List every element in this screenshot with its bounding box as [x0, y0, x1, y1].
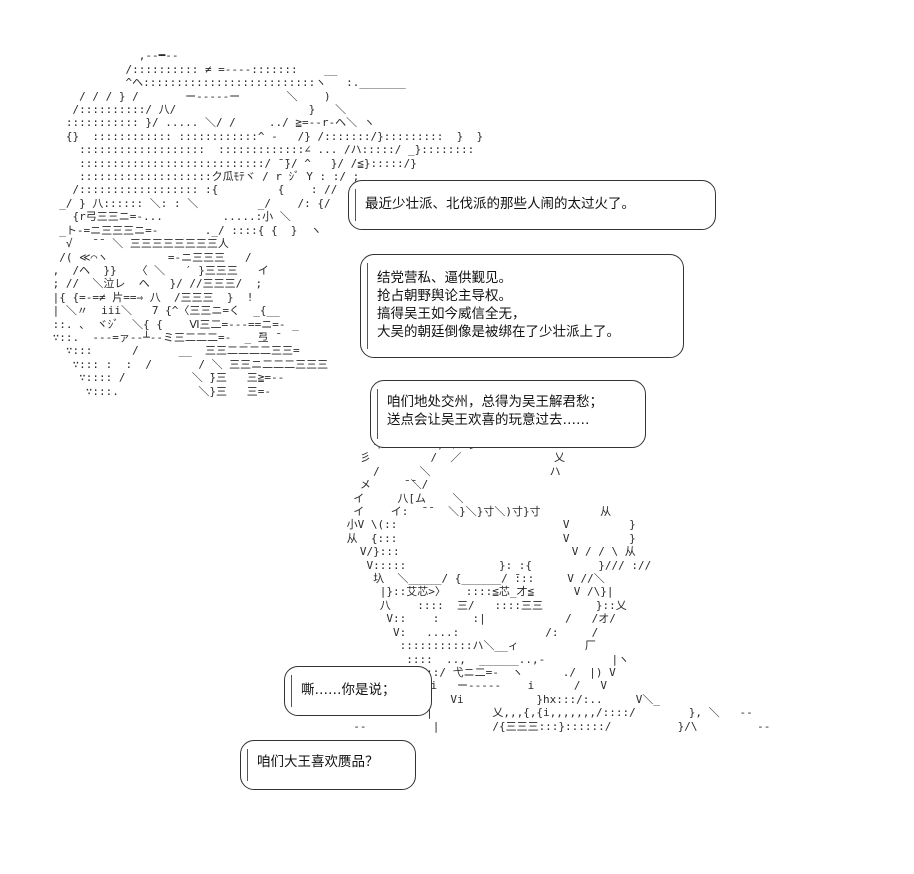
right-character-ascii-art: イ )ム 彡 彡 / ／ 乂 / ＼ ハ メ ̄ ̄＼/ イ 八[ム ＼ イ イ…	[346, 438, 771, 733]
bubble-4-line-1: 嘶……你是说；	[301, 682, 396, 698]
bubble-3-line-1: 咱们地处交州，总得为吴王解君愁；	[387, 394, 603, 410]
speech-bubble-4: 嘶……你是说；	[284, 666, 432, 716]
speech-bubble-2: 结党营私、逼供觐见。 抢占朝野舆论主导权。 搞得吴王如今威信全无， 大吴的朝廷倒…	[360, 254, 684, 358]
speech-bubble-5: 咱们大王喜欢赝品？	[240, 740, 416, 790]
bubble-2-line-1: 结党营私、逼供觐见。	[377, 270, 512, 286]
speech-bubble-1: 最近少壮派、北伐派的那些人闹的太过火了。	[348, 180, 716, 230]
bubble-1-line-1: 最近少壮派、北伐派的那些人闹的太过火了。	[365, 196, 635, 212]
bubble-2-line-4: 大吴的朝廷倒像是被绑在了少壮派上了。	[377, 324, 620, 340]
left-character-ascii-art: ,-‐━-- /:::::::::: ≠ =----::::::: __ ^ヘ:…	[52, 49, 484, 398]
speech-bubble-3: 咱们地处交州，总得为吴王解君愁； 送点会让吴王欢喜的玩意过去……	[370, 380, 646, 448]
bubble-2-line-3: 搞得吴王如今威信全无，	[377, 306, 526, 322]
bubble-2-line-2: 抢占朝野舆论主导权。	[377, 288, 512, 304]
bubble-5-line-1: 咱们大王喜欢赝品？	[257, 754, 379, 770]
bubble-3-line-2: 送点会让吴王欢喜的玩意过去……	[387, 412, 590, 428]
